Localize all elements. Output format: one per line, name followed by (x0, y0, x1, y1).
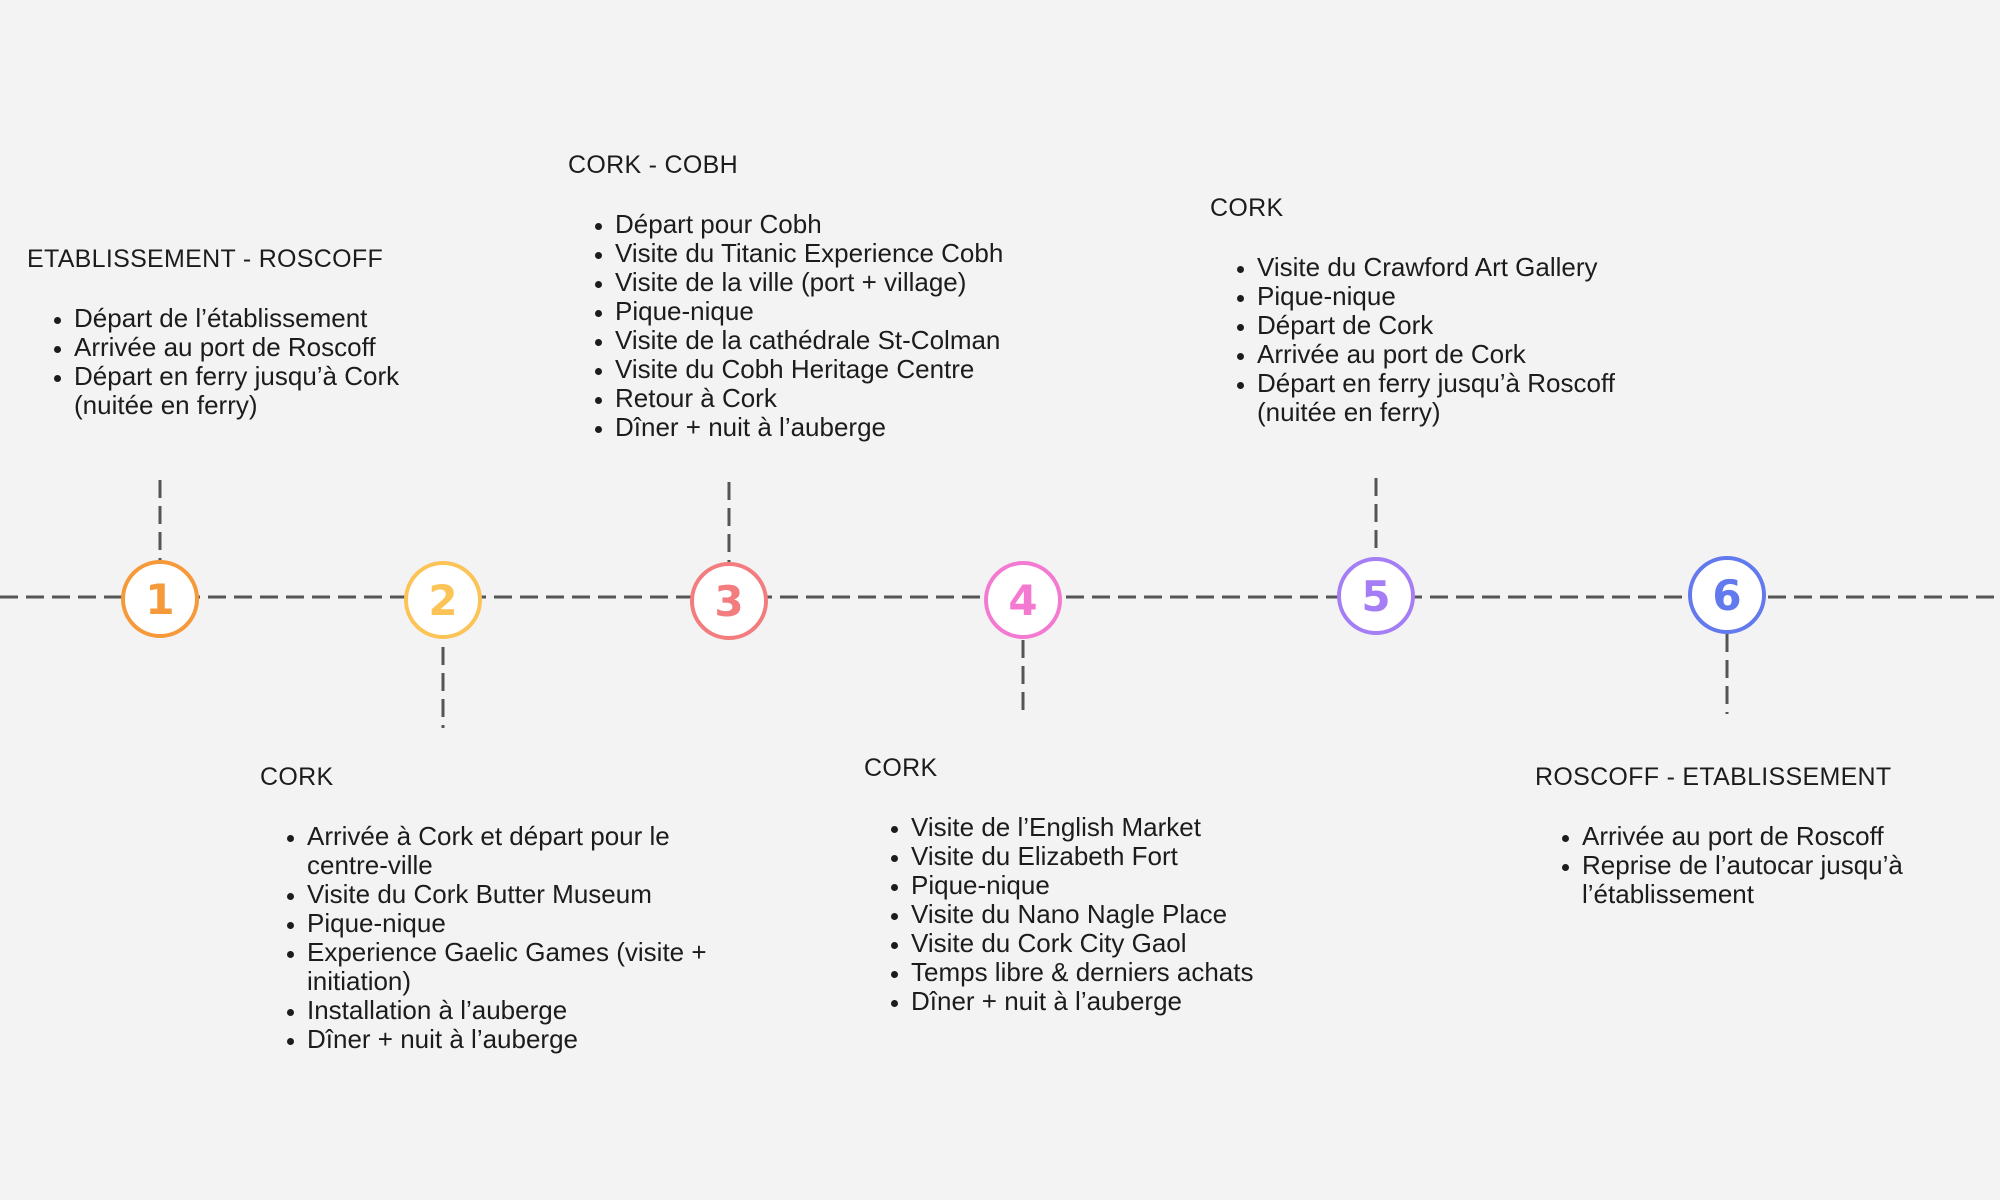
list-item: Arrivée à Cork et départ pour le centre-… (307, 822, 740, 880)
stop-3-list: Départ pour Cobh Visite du Titanic Exper… (568, 210, 1088, 442)
stop-5-number: 5 (1361, 572, 1390, 621)
stop-1-block: ETABLISSEMENT - ROSCOFF Départ de l’étab… (27, 245, 447, 420)
stop-2-title: CORK (260, 763, 334, 791)
stop-2-block: CORK Arrivée à Cork et départ pour le ce… (260, 763, 740, 1054)
list-item: Temps libre & derniers achats (911, 958, 1384, 987)
stop-1-list: Départ de l’établissement Arrivée au por… (27, 304, 447, 420)
list-item: Dîner + nuit à l’auberge (615, 413, 1088, 442)
list-item: Visite du Titanic Experience Cobh (615, 239, 1088, 268)
list-item: Visite du Cork Butter Museum (307, 880, 740, 909)
stop-6-block: ROSCOFF - ETABLISSEMENT Arrivée au port … (1535, 763, 1955, 909)
stop-5-list: Visite du Crawford Art Gallery Pique-niq… (1210, 253, 1680, 427)
stop-2-marker (404, 561, 482, 639)
list-item: Visite du Elizabeth Fort (911, 842, 1384, 871)
stop-5-block: CORK Visite du Crawford Art Gallery Piqu… (1210, 194, 1680, 427)
list-item: Dîner + nuit à l’auberge (307, 1025, 740, 1054)
list-item: Départ pour Cobh (615, 210, 1088, 239)
list-item: Départ de l’établissement (74, 304, 447, 333)
list-item: Départ en ferry jusqu’à Roscoff (nuitée … (1257, 369, 1680, 427)
stop-6-marker (1688, 556, 1766, 634)
list-item: Arrivée au port de Roscoff (1582, 822, 1955, 851)
stop-1-marker (121, 560, 199, 638)
list-item: Pique-nique (911, 871, 1384, 900)
stop-3-number: 3 (714, 577, 743, 626)
list-item: Visite du Nano Nagle Place (911, 900, 1384, 929)
list-item: Visite de la cathédrale St-Colman (615, 326, 1088, 355)
stop-6-title: ROSCOFF - ETABLISSEMENT (1535, 763, 1892, 791)
stop-1-title: ETABLISSEMENT - ROSCOFF (27, 245, 384, 273)
stop-4-marker (984, 561, 1062, 639)
list-item: Visite du Crawford Art Gallery (1257, 253, 1680, 282)
stop-4-list: Visite de l’English Market Visite du Eli… (864, 813, 1384, 1016)
list-item: Arrivée au port de Roscoff (74, 333, 447, 362)
list-item: Visite du Cobh Heritage Centre (615, 355, 1088, 384)
list-item: Pique-nique (615, 297, 1088, 326)
stop-2-number: 2 (428, 576, 457, 625)
stop-4-block: CORK Visite de l’English Market Visite d… (864, 754, 1384, 1016)
list-item: Pique-nique (307, 909, 740, 938)
stop-3-marker (690, 562, 768, 640)
stop-6-list: Arrivée au port de Roscoff Reprise de l’… (1535, 822, 1955, 909)
list-item: Visite de l’English Market (911, 813, 1384, 842)
list-item: Pique-nique (1257, 282, 1680, 311)
stop-4-title: CORK (864, 754, 938, 782)
list-item: Visite de la ville (port + village) (615, 268, 1088, 297)
timeline-markers: 1 2 3 4 5 6 (121, 478, 1766, 728)
stop-5-marker (1337, 557, 1415, 635)
list-item: Retour à Cork (615, 384, 1088, 413)
stop-1-number: 1 (145, 575, 174, 624)
list-item: Visite du Cork City Gaol (911, 929, 1384, 958)
list-item: Arrivée au port de Cork (1257, 340, 1680, 369)
stop-5-title: CORK (1210, 194, 1284, 222)
stop-3-block: CORK - COBH Départ pour Cobh Visite du T… (568, 151, 1088, 442)
stop-2-list: Arrivée à Cork et départ pour le centre-… (260, 822, 740, 1054)
list-item: Experience Gaelic Games (visite + initia… (307, 938, 740, 996)
stop-3-title: CORK - COBH (568, 151, 738, 179)
stop-6-number: 6 (1712, 571, 1741, 620)
stop-4-number: 4 (1008, 576, 1037, 625)
list-item: Reprise de l’autocar jusqu’à l’établisse… (1582, 851, 1955, 909)
list-item: Dîner + nuit à l’auberge (911, 987, 1384, 1016)
list-item: Départ en ferry jusqu’à Cork (nuitée en … (74, 362, 447, 420)
list-item: Installation à l’auberge (307, 996, 740, 1025)
list-item: Départ de Cork (1257, 311, 1680, 340)
